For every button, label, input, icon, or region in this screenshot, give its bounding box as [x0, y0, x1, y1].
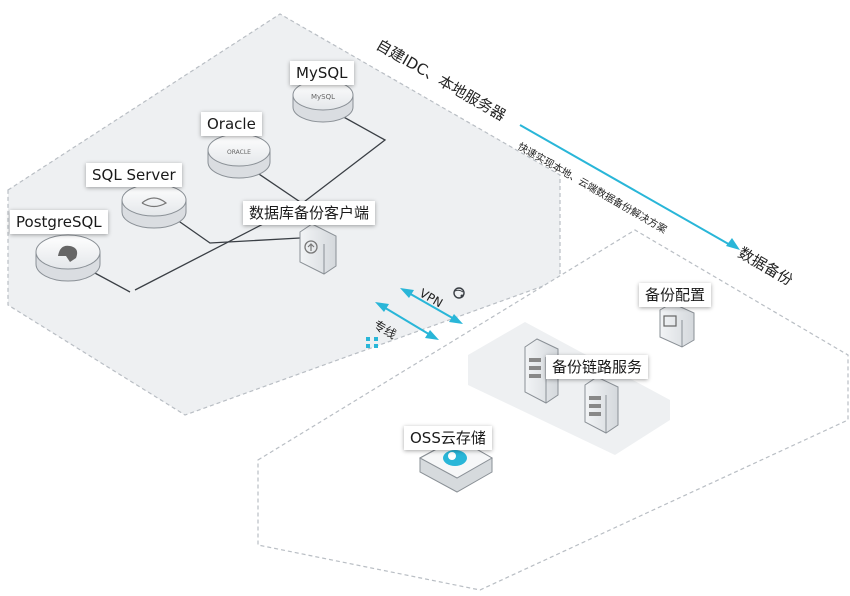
label-oss-storage: OSS云存储 [404, 426, 492, 450]
data-backup-arrow [519, 124, 740, 250]
vpn-globe-icon [453, 287, 465, 299]
vpn-arrow [400, 288, 463, 324]
backup-link-server-icon-2 [584, 376, 619, 434]
label-backup-config: 备份配置 [639, 283, 712, 307]
label-sqlserver: SQL Server [86, 163, 182, 187]
backup-link-area [468, 322, 670, 455]
svg-text:MySQL: MySQL [311, 93, 335, 101]
label-postgresql: PostgreSQL [10, 210, 108, 234]
network-line-icon [366, 337, 378, 348]
label-oracle: Oracle [201, 112, 262, 136]
dedicated-line-arrow [375, 302, 439, 340]
mysql-database-icon: MySQL [292, 79, 354, 123]
label-backup-client: 数据库备份客户端 [243, 201, 376, 225]
oracle-database-icon: ORACLE [207, 133, 271, 179]
postgresql-database-icon [35, 234, 101, 282]
label-mysql: MySQL [290, 61, 354, 85]
label-backup-link-service: 备份链路服务 [546, 355, 649, 379]
svg-text:ORACLE: ORACLE [227, 149, 251, 156]
sqlserver-database-icon [121, 183, 187, 229]
